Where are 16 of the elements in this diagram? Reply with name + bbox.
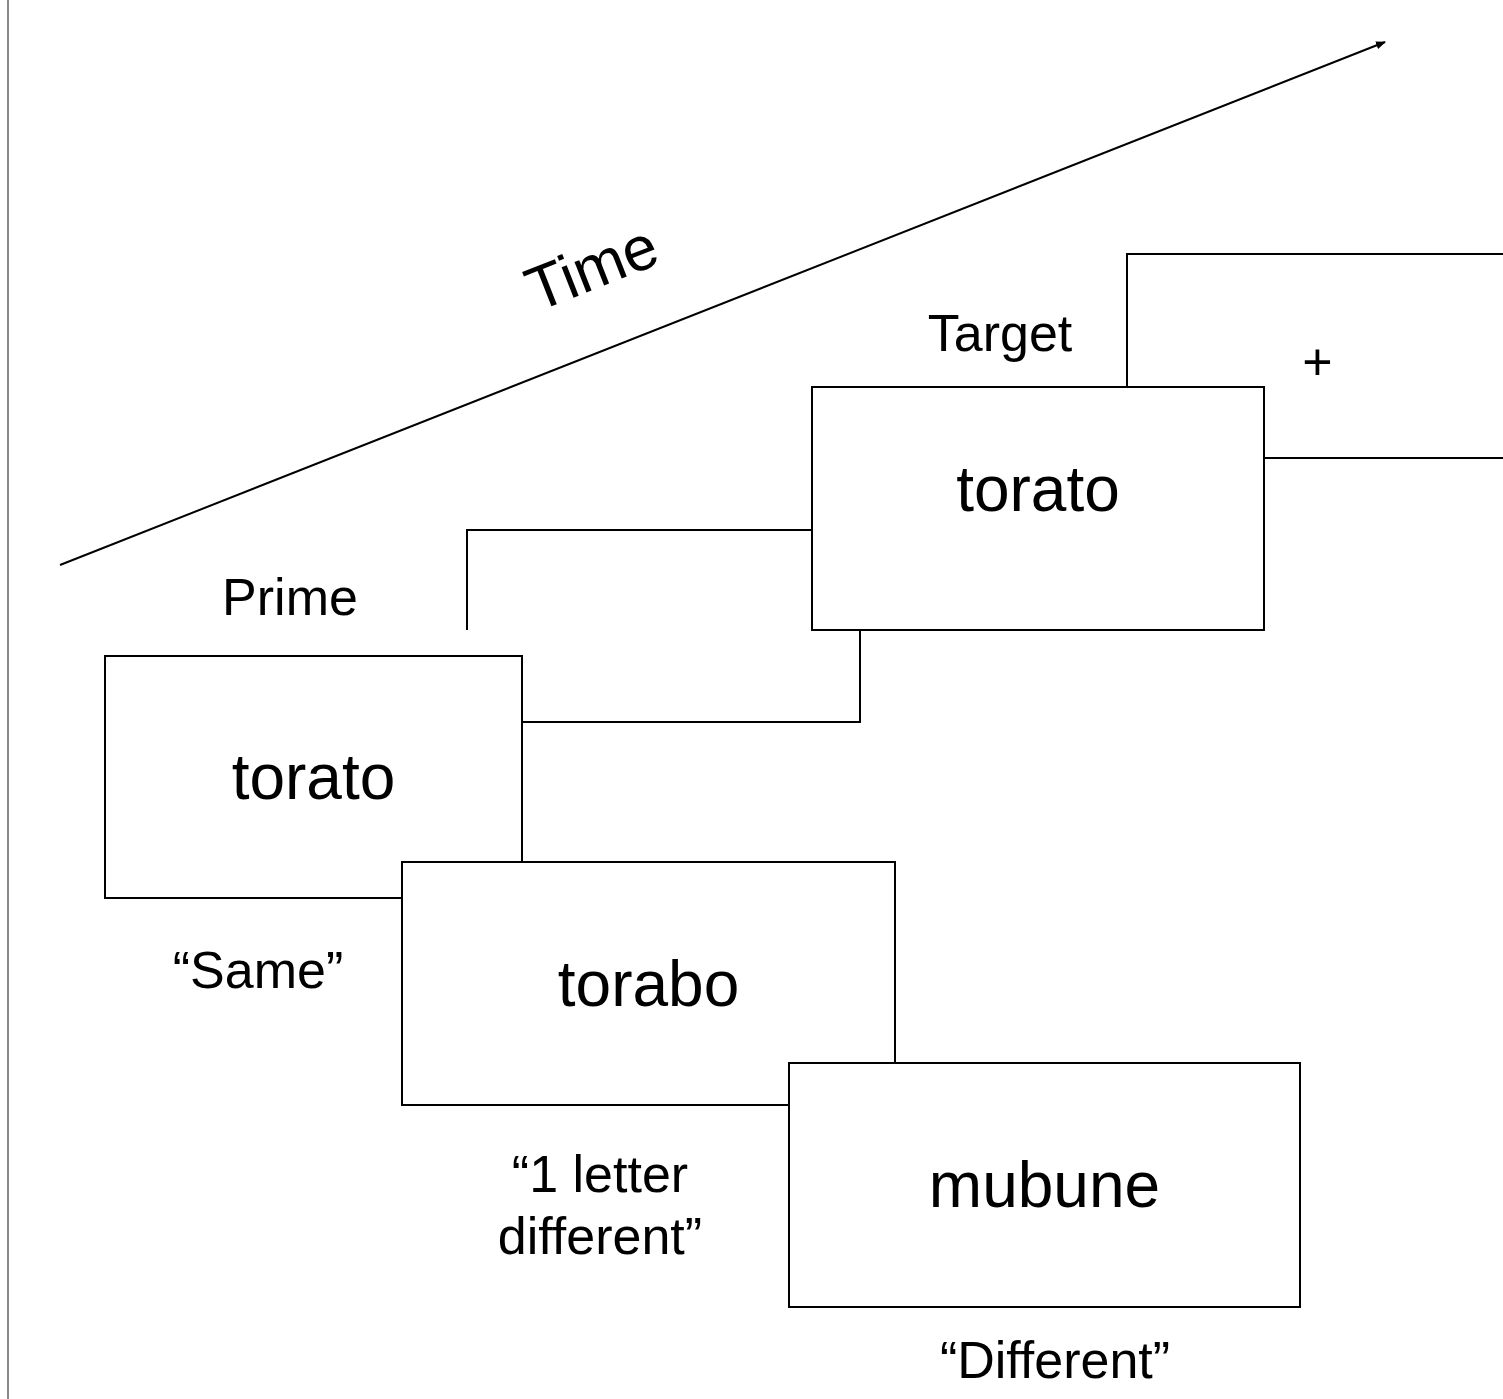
screen-box bbox=[401, 861, 896, 1106]
stimulus-word: torato bbox=[231, 740, 396, 814]
condition-label: “1 letter different” bbox=[496, 1143, 704, 1267]
screen-box bbox=[104, 655, 523, 899]
axis-label: Time bbox=[515, 209, 669, 327]
stimulus-word: torato bbox=[956, 451, 1120, 526]
condition-label: Target bbox=[926, 302, 1074, 364]
condition-label: “Different” bbox=[938, 1329, 1172, 1391]
stimulus-word: mubune bbox=[928, 1148, 1161, 1222]
condition-label: Prime bbox=[221, 566, 359, 628]
stimulus-word: torabo bbox=[557, 946, 740, 1021]
blank-screen-box bbox=[466, 529, 861, 723]
condition-label: “Same” bbox=[171, 939, 345, 1001]
fixation-cross: + bbox=[1302, 332, 1333, 392]
screen-box bbox=[811, 386, 1265, 631]
screen-box bbox=[788, 1062, 1301, 1308]
